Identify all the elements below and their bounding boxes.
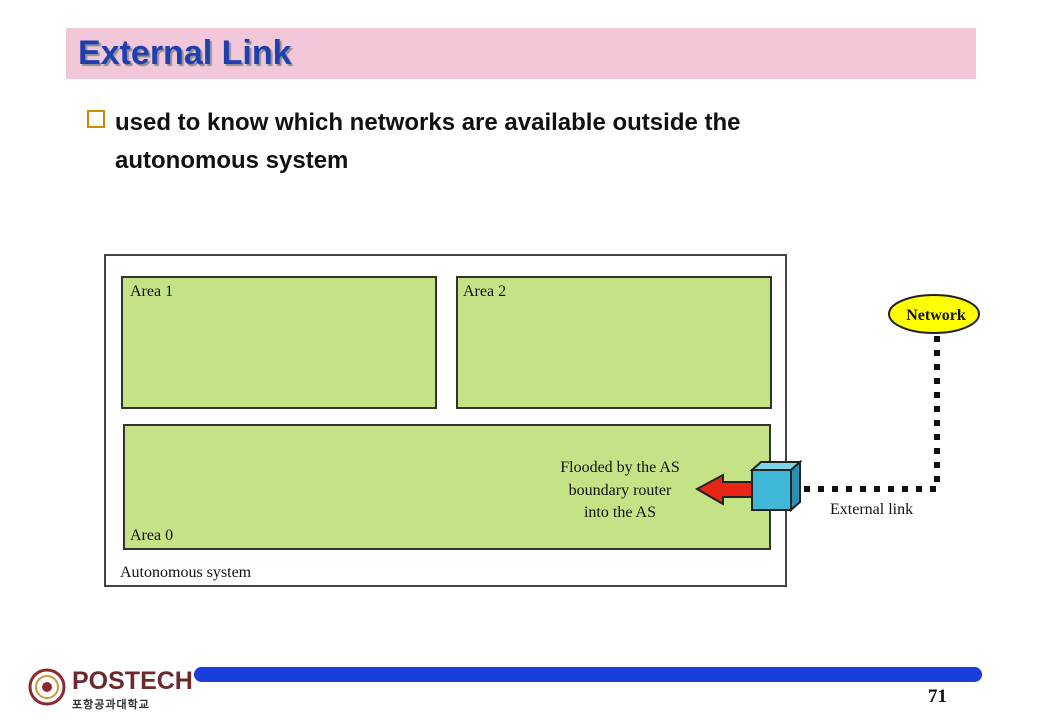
area-2-box <box>456 276 772 409</box>
network-node-icon <box>888 294 980 334</box>
bullet-text: used to know which networks are availabl… <box>115 109 741 174</box>
slide-title: External Link <box>78 34 292 72</box>
external-link-label: External link <box>830 501 913 518</box>
postech-emblem-icon <box>28 668 66 706</box>
flood-text-line-2: boundary router <box>569 482 672 499</box>
page-number: 71 <box>928 686 947 707</box>
flood-text-line-3: into the AS <box>584 504 656 521</box>
area-1-box <box>121 276 437 409</box>
autonomous-system-label: Autonomous system <box>120 564 252 581</box>
area-0-box <box>123 424 771 550</box>
flood-text-line-1: Flooded by the AS <box>560 459 680 476</box>
area-2-label: Area 2 <box>463 283 506 300</box>
logo-name: POSTECH <box>72 667 193 695</box>
logo-korean-name: 포항공과대학교 <box>72 699 150 711</box>
bullet-square-icon <box>87 110 105 128</box>
postech-logo: POSTECH 포항공과대학교 <box>28 666 198 712</box>
external-link-path <box>803 336 940 492</box>
title-band: External Link <box>66 28 976 79</box>
footer-bar <box>194 667 982 682</box>
network-label: Network <box>906 307 966 324</box>
area-0-label: Area 0 <box>130 527 173 544</box>
area-1-label: Area 1 <box>130 283 173 300</box>
boundary-router-icon <box>749 459 803 513</box>
